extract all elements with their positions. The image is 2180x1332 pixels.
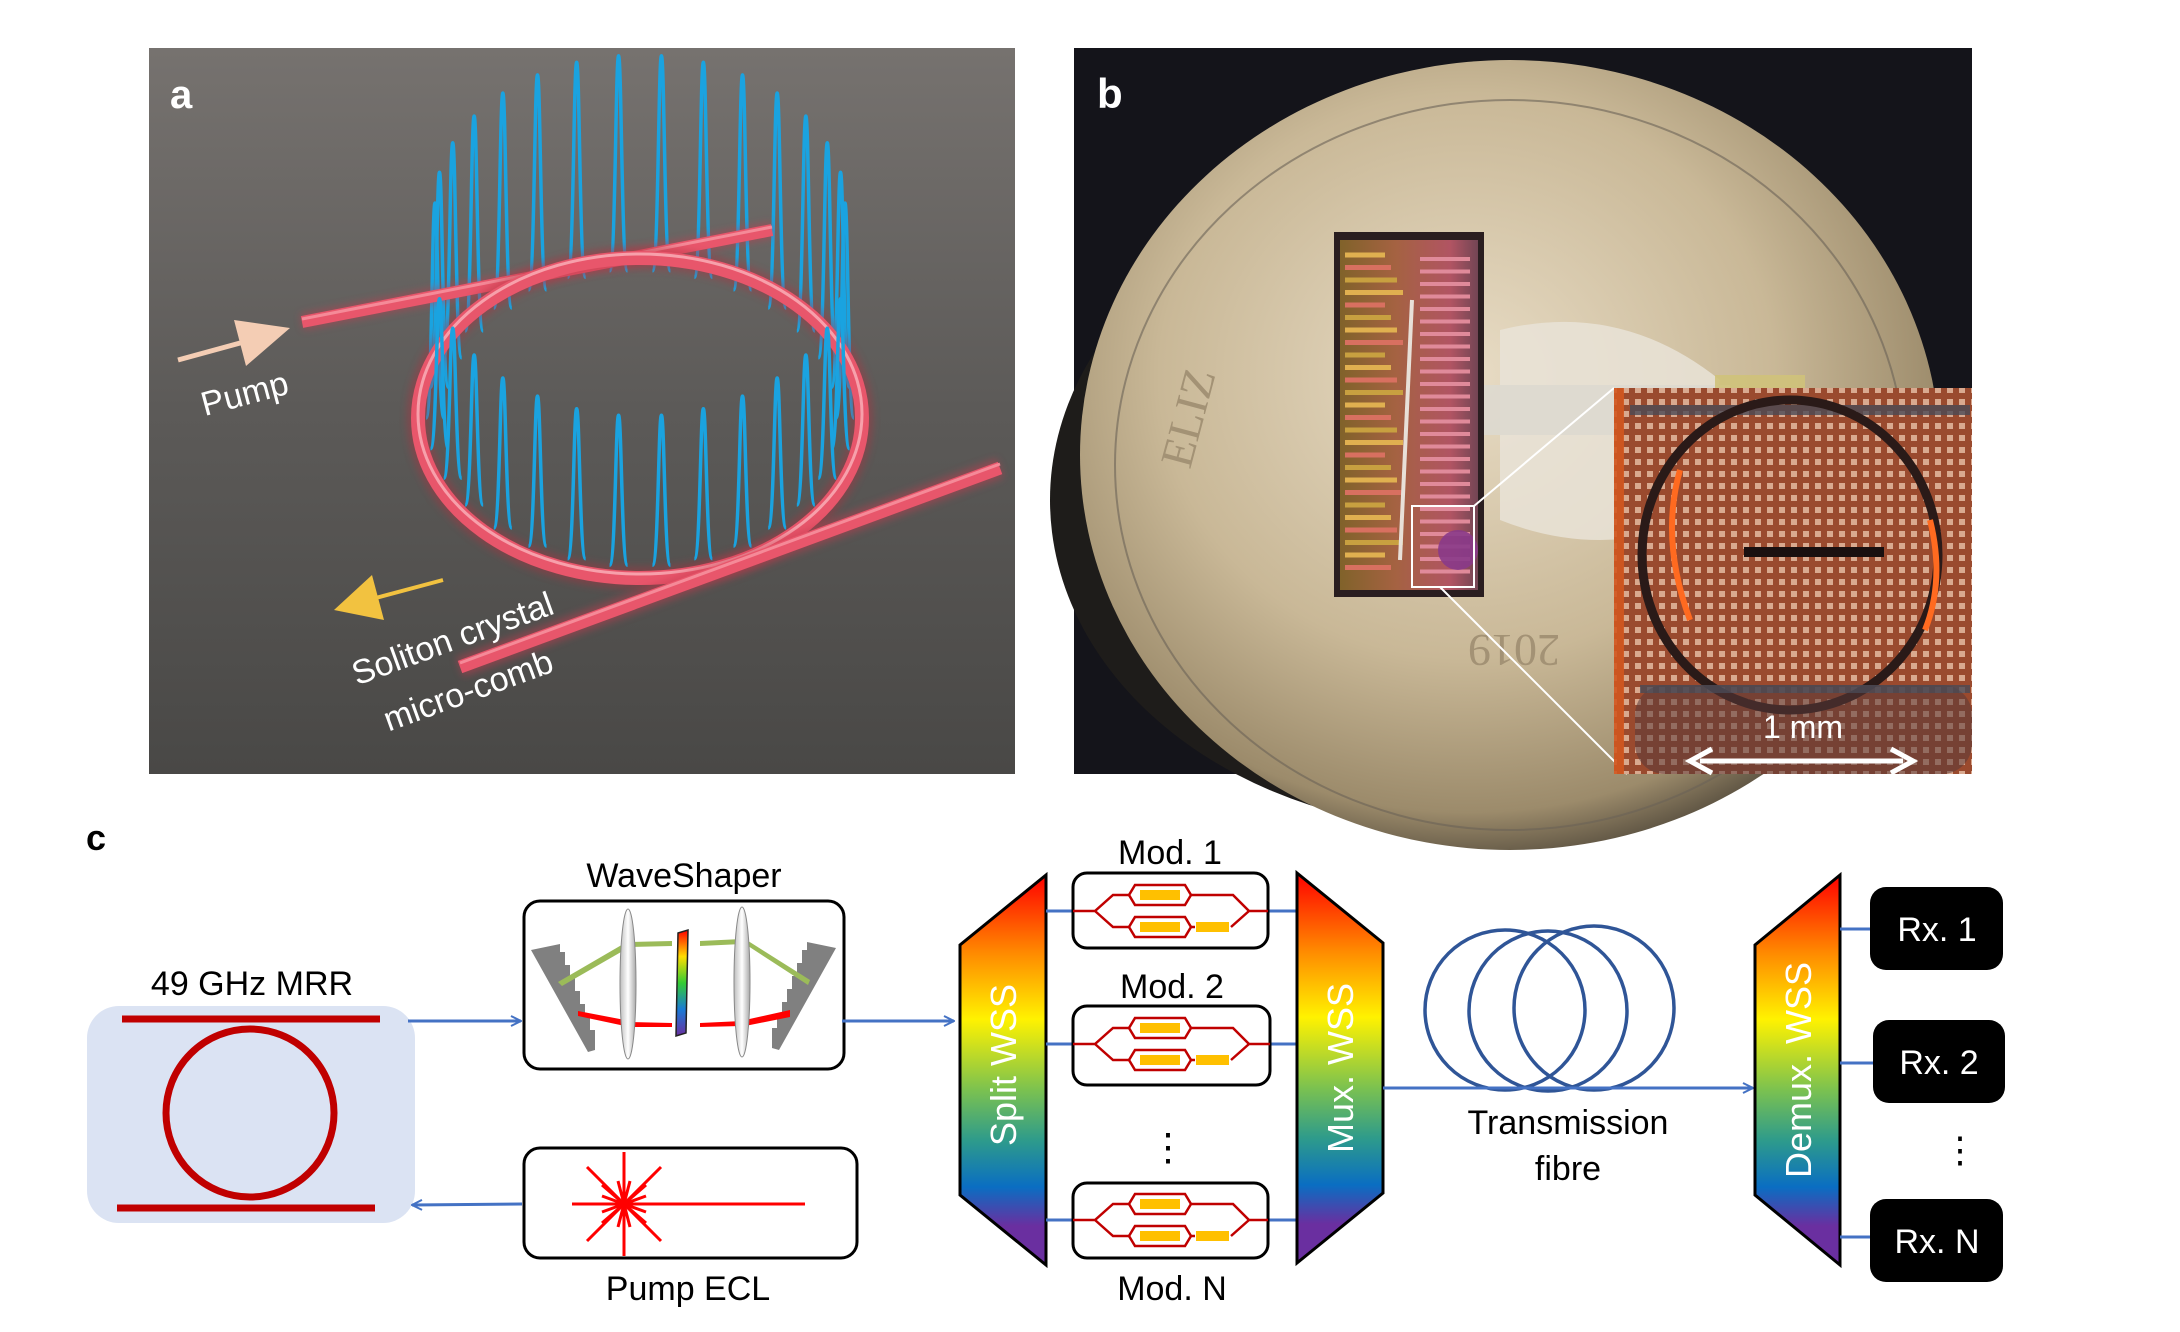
comb-peak <box>816 326 839 480</box>
comb-peak <box>607 54 630 273</box>
rx-1-label: Rx. 1 <box>1897 911 1976 949</box>
split-wss: Split WSS <box>958 871 1048 1269</box>
panel-a-letter: a <box>170 73 193 117</box>
comb-peak <box>441 141 464 360</box>
modulator-1 <box>1046 871 1297 950</box>
comb-peak <box>829 297 852 451</box>
comb-peak <box>766 376 788 530</box>
electrode <box>1140 890 1180 900</box>
electrode <box>1140 1199 1180 1209</box>
photonic-chip <box>1334 232 1484 597</box>
comb-peak <box>492 376 514 530</box>
comb-peak <box>816 141 839 360</box>
comb-front-peaks <box>428 297 852 567</box>
modulator-2 <box>1046 1004 1297 1087</box>
receiver-2: Rx. 2 <box>1873 1020 2005 1103</box>
waveshaper-label: WaveShaper <box>586 857 781 895</box>
comb-peak <box>795 353 817 507</box>
ring-icon <box>162 1025 338 1201</box>
panel-a-background <box>149 48 1015 774</box>
demux-wss: Demux. WSS <box>1753 871 1842 1269</box>
comb-peak <box>428 297 451 451</box>
pump-arrow-icon <box>177 320 290 366</box>
comb-peak <box>692 407 715 561</box>
rx-n-label: Rx. N <box>1895 1223 1980 1261</box>
zoom-line-top <box>1473 387 1615 507</box>
mrr-label: 49 GHz MRR <box>151 965 353 1003</box>
modulator-group: Mod. 1 Mod. 2 Mod. N ⋮ <box>1046 834 1297 1308</box>
bias-electrode <box>1196 1231 1229 1241</box>
mod-ellipsis: ⋮ <box>1149 1127 1187 1169</box>
panel-b-letter: b <box>1097 70 1123 117</box>
comb-peak <box>492 91 514 310</box>
fibre-label-line1: Transmission <box>1468 1104 1669 1142</box>
grating-right-icon <box>772 942 836 1050</box>
microring-resonator <box>407 247 873 589</box>
comb-peak <box>650 54 673 273</box>
zoom-line-bottom <box>1439 586 1628 775</box>
comb-peak <box>463 353 485 507</box>
scale-bar-arrow-icon <box>1684 746 1919 776</box>
bias-electrode <box>1196 1055 1229 1065</box>
comb-peak <box>526 394 549 548</box>
comb-peak <box>650 413 673 567</box>
mrr-block <box>87 1006 415 1223</box>
mod-n-label: Mod. N <box>1117 1270 1227 1308</box>
laser-star-icon <box>572 1152 805 1256</box>
mux-wss-label: Mux. WSS <box>1320 983 1361 1153</box>
comb-peak <box>766 91 788 310</box>
panel-a: a Pump <box>149 48 1015 774</box>
output-waveguide <box>456 458 1004 677</box>
panel-c-letter: c <box>86 817 106 858</box>
comb-peak <box>607 413 630 567</box>
demux-wss-label: Demux. WSS <box>1778 962 1819 1178</box>
modulator-3 <box>1046 1181 1297 1260</box>
rx-ellipsis: ⋮ <box>1942 1129 1978 1170</box>
pump-ecl-label: Pump ECL <box>606 1270 770 1308</box>
zoom-region-box <box>1411 505 1475 588</box>
rx-2-label: Rx. 2 <box>1899 1044 1978 1082</box>
spatial-light-modulator-icon <box>675 928 689 1038</box>
comb-peak <box>565 407 588 561</box>
grating-left-icon <box>531 944 595 1052</box>
comb-peak <box>795 114 817 333</box>
comb-peak <box>565 60 588 279</box>
pump-ecl-block <box>522 1146 859 1260</box>
electrode <box>1140 1055 1180 1065</box>
comb-peak <box>526 73 549 292</box>
receiver-n: Rx. N <box>1870 1199 2003 1282</box>
scale-bar-label: 1 mm <box>1763 709 1843 745</box>
ring-micrograph-inset <box>1614 388 1972 774</box>
electrode <box>1140 1023 1180 1033</box>
fibre-label-line2: fibre <box>1535 1150 1601 1188</box>
panel-b: ELIZ 2019 1 mm <box>1050 48 1972 850</box>
pump-to-mrr-arrow <box>412 1204 523 1205</box>
split-wss-label: Split WSS <box>983 984 1024 1146</box>
chip-waveguide <box>1398 299 1414 561</box>
mux-wss: Mux. WSS <box>1295 869 1385 1267</box>
comb-peak <box>692 60 715 279</box>
bias-electrode <box>1196 922 1229 932</box>
panel-c: c 49 GHz MRR WaveShaper <box>86 817 2005 1308</box>
mod-2-label: Mod. 2 <box>1120 968 1224 1006</box>
coin-text-year: 2019 <box>1468 625 1560 676</box>
lens-left-icon <box>619 908 637 1060</box>
waveshaper-block <box>522 899 846 1071</box>
receiver-1: Rx. 1 <box>1870 887 2003 970</box>
fibre-spool-icon <box>1423 924 1676 1093</box>
lens-right-icon <box>733 906 751 1058</box>
electrode <box>1140 1231 1180 1241</box>
output-arrow-icon <box>334 575 444 620</box>
receiver-group: Rx. 1 Rx. 2 ⋮ Rx. N <box>1840 887 2005 1282</box>
comb-peak <box>731 394 754 548</box>
electrode <box>1140 922 1180 932</box>
mod-1-label: Mod. 1 <box>1118 834 1222 872</box>
